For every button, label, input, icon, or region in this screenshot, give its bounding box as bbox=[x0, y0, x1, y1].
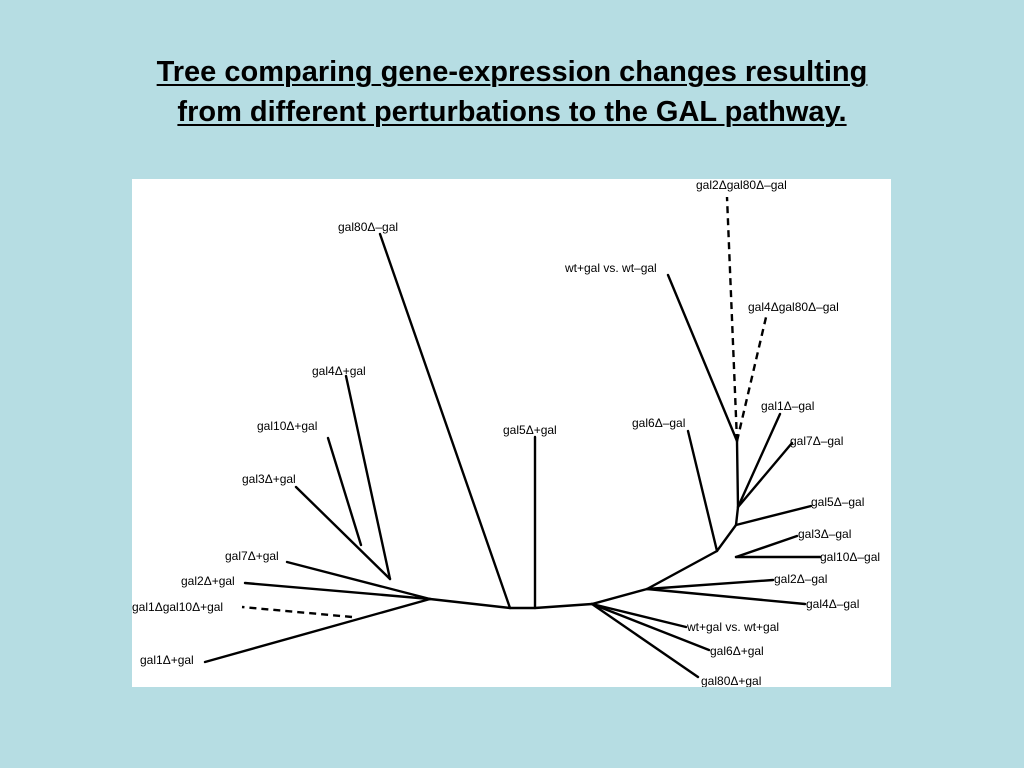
branch-gal2d-gal80d-minus-gal bbox=[725, 196, 739, 442]
leaf-label-gal10d-plus-gal: gal10Δ+gal bbox=[257, 419, 317, 433]
branch-gal7d-minus-gal bbox=[736, 441, 794, 509]
branch-gal6d-minus-gal bbox=[686, 429, 719, 553]
branch-gal7d-plus-gal bbox=[285, 560, 432, 601]
leaf-label-gal4d-minus-gal: gal4Δ–gal bbox=[806, 597, 859, 611]
leaf-label-gal3d-plus-gal: gal3Δ+gal bbox=[242, 472, 296, 486]
slide-title: Tree comparing gene-expression changes r… bbox=[0, 52, 1024, 132]
branch-gal3d-plus-gal bbox=[294, 485, 392, 581]
branch-gal2d-plus-gal bbox=[243, 581, 432, 601]
branch-gal80d-plus-gal bbox=[590, 602, 700, 679]
branch-gal80d-minus-gal bbox=[378, 232, 512, 610]
tree-backbone-branch bbox=[428, 439, 740, 610]
slide-title-line-2: from different perturbations to the GAL … bbox=[177, 96, 847, 128]
leaf-label-gal6d-plus-gal: gal6Δ+gal bbox=[710, 644, 764, 658]
branch-gal6d-plus-gal bbox=[590, 602, 711, 652]
branch-gal1d-plus-gal bbox=[203, 597, 432, 664]
leaf-label-wt-plus-vs-wt-minus: wt+gal vs. wt–gal bbox=[564, 261, 657, 275]
leaf-label-gal2d-minus-gal: gal2Δ–gal bbox=[774, 572, 827, 586]
leaf-label-gal7d-plus-gal: gal7Δ+gal bbox=[225, 549, 279, 563]
leaf-label-gal4d-plus-gal: gal4Δ+gal bbox=[312, 364, 366, 378]
leaf-label-gal80d-minus-gal: gal80Δ–gal bbox=[338, 220, 398, 234]
branch-gal10d-plus-gal bbox=[326, 436, 363, 547]
leaf-label-gal2d-gal80d-minus-gal: gal2Δgal80Δ–gal bbox=[696, 179, 787, 192]
leaf-label-gal2d-plus-gal: gal2Δ+gal bbox=[181, 574, 235, 588]
leaf-label-gal3d-minus-gal: gal3Δ–gal bbox=[798, 527, 851, 541]
branch-gal3d-minus-gal bbox=[734, 534, 799, 559]
leaf-label-wt-plus-vs-wt-plus: wt+gal vs. wt+gal bbox=[686, 620, 779, 634]
leaf-label-gal7d-minus-gal: gal7Δ–gal bbox=[790, 434, 843, 448]
leaf-label-gal80d-plus-gal: gal80Δ+gal bbox=[701, 674, 761, 687]
leaf-label-gal1d-plus-gal: gal1Δ+gal bbox=[140, 653, 194, 667]
tree-figure-panel: gal80Δ–gal gal2Δgal80Δ–gal wt+gal vs. wt… bbox=[132, 179, 891, 687]
branch-wt-plus-vs-wt-plus bbox=[590, 602, 688, 629]
branch-wt-plus-vs-wt-minus bbox=[666, 273, 739, 443]
branch-gal2d-minus-gal bbox=[645, 578, 775, 591]
branch-gal4d-minus-gal bbox=[645, 587, 807, 606]
slide-title-line-1: Tree comparing gene-expression changes r… bbox=[156, 56, 868, 88]
branch-gal4d-gal80d-minus-gal bbox=[735, 312, 769, 442]
leaf-label-gal10d-minus-gal: gal10Δ–gal bbox=[820, 550, 880, 564]
branch-gal4d-plus-gal bbox=[344, 374, 392, 581]
leaf-label-gal1d-gal10d-plus-gal: gal1Δgal10Δ+gal bbox=[132, 600, 223, 614]
leaf-label-gal5d-plus-gal: gal5Δ+gal bbox=[503, 423, 557, 437]
branch-gal1d-gal10d-plus-gal bbox=[241, 605, 353, 619]
branch-gal1d-minus-gal bbox=[736, 412, 782, 509]
leaf-label-gal5d-minus-gal: gal5Δ–gal bbox=[811, 495, 864, 509]
gene-expression-tree: gal80Δ–gal gal2Δgal80Δ–gal wt+gal vs. wt… bbox=[132, 179, 880, 687]
leaf-label-gal4d-gal80d-minus-gal: gal4Δgal80Δ–gal bbox=[748, 300, 839, 314]
leaf-label-gal6d-minus-gal: gal6Δ–gal bbox=[632, 416, 685, 430]
leaf-label-gal1d-minus-gal: gal1Δ–gal bbox=[761, 399, 814, 413]
branch-gal5d-minus-gal bbox=[734, 504, 813, 527]
